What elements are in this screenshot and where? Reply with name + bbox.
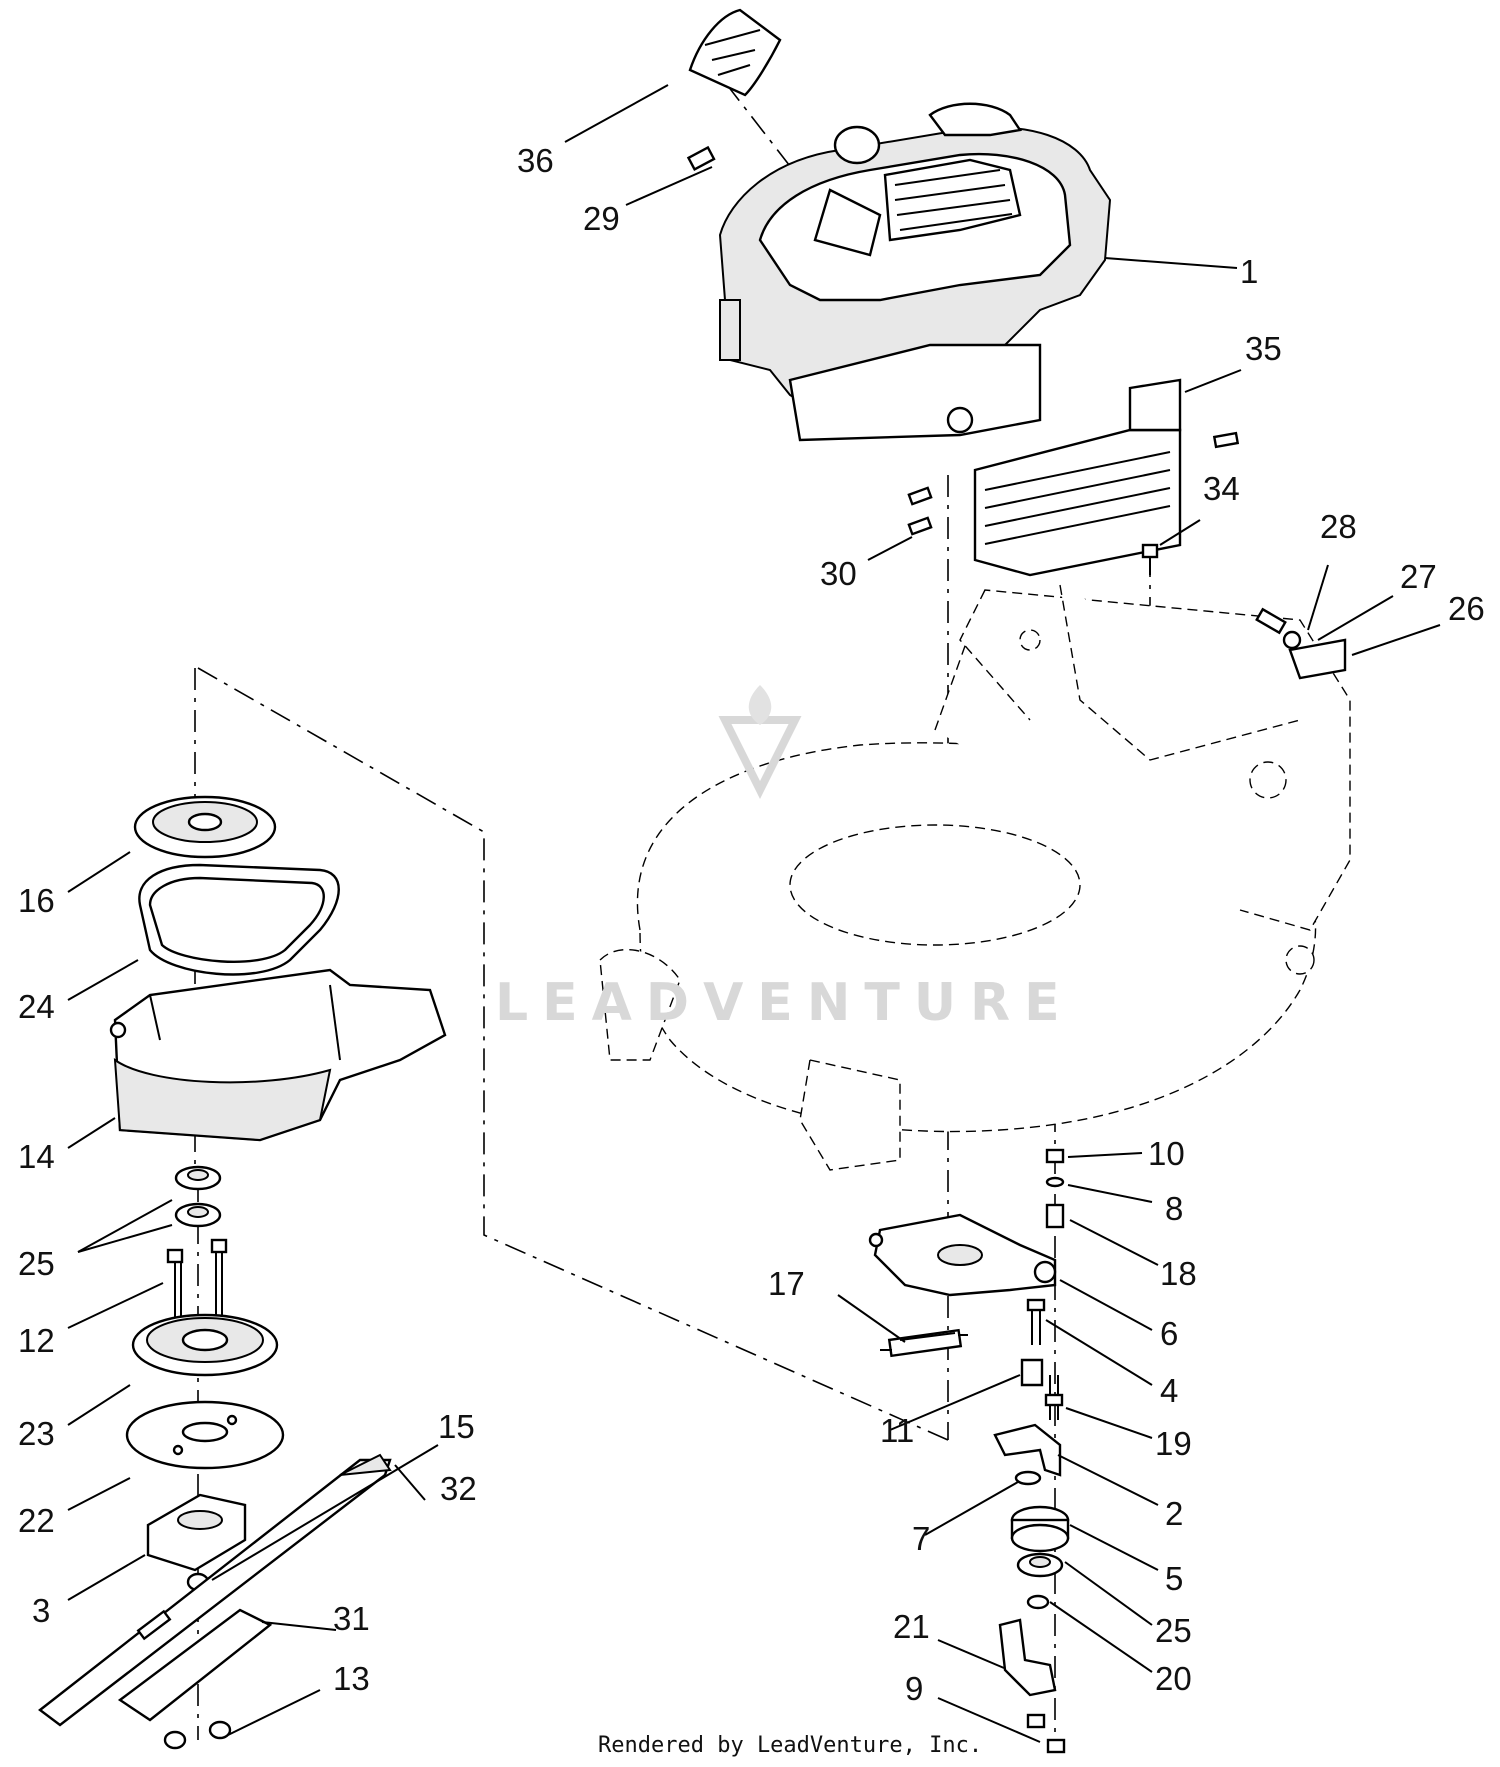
callout-4: 4 (1160, 1372, 1178, 1409)
bolt-34 (1141, 543, 1159, 575)
decal (688, 8, 782, 97)
callout-2: 2 (1165, 1495, 1183, 1532)
callout-25b: 25 (1155, 1612, 1192, 1649)
nut-9 (1026, 1713, 1066, 1754)
callout-16: 16 (18, 882, 55, 919)
callout-23: 23 (18, 1415, 55, 1452)
callout-20: 20 (1155, 1660, 1192, 1697)
callout-3: 3 (32, 1592, 50, 1629)
bracket-assembly-26 (1255, 607, 1347, 680)
blade-adapter-3 (146, 1493, 247, 1572)
engine-grille (894, 169, 1013, 231)
callout-15: 15 (438, 1408, 475, 1445)
heat-shield (973, 378, 1182, 577)
spring-17 (880, 1328, 968, 1358)
callout-13: 13 (333, 1660, 370, 1697)
bearings-25 (174, 1165, 222, 1228)
hardware-10-8-18 (1045, 1148, 1065, 1229)
callout-1: 1 (1240, 253, 1258, 290)
idler-parts-7-5-25 (1010, 1470, 1070, 1578)
callout-19: 19 (1155, 1425, 1192, 1462)
callout-28: 28 (1320, 508, 1357, 545)
callout-35: 35 (1245, 330, 1282, 367)
callout-34: 34 (1203, 470, 1240, 507)
callout-17: 17 (768, 1265, 805, 1302)
pulley-16 (133, 795, 277, 859)
callout-31: 31 (333, 1600, 370, 1637)
bracket-2 (993, 1423, 1062, 1477)
callout-22: 22 (18, 1502, 55, 1539)
callout-36: 36 (517, 142, 554, 179)
bracket-21 (998, 1618, 1057, 1697)
mower-deck-phantom (599, 584, 1351, 1171)
callout-9: 9 (905, 1670, 923, 1707)
callout-18: 18 (1160, 1255, 1197, 1292)
disk-22 (125, 1400, 285, 1470)
pin-4 (1026, 1298, 1046, 1345)
callout-25: 25 (18, 1245, 55, 1282)
plate (686, 145, 716, 171)
callout-10: 10 (1148, 1135, 1185, 1172)
blade-stiffener-31 (117, 1608, 273, 1722)
callout-14: 14 (18, 1138, 55, 1175)
callout-7: 7 (912, 1520, 930, 1557)
callouts: 36 29 1 35 34 30 28 27 26 16 24 14 25 12… (18, 142, 1485, 1707)
engine (718, 102, 1112, 442)
blade-adapter-pulley-23 (131, 1313, 279, 1377)
callout-21: 21 (893, 1608, 930, 1645)
callout-26: 26 (1448, 590, 1485, 627)
callout-29: 29 (583, 200, 620, 237)
watermark-text: LEADVENTURE (495, 973, 1074, 1033)
nuts-13 (163, 1720, 232, 1750)
washer-20 (1026, 1594, 1050, 1610)
footer-credit: Rendered by LeadVenture, Inc. (598, 1733, 982, 1758)
callout-8: 8 (1165, 1190, 1183, 1227)
callout-27: 27 (1400, 558, 1437, 595)
belt-24 (138, 863, 340, 976)
callout-6: 6 (1160, 1315, 1178, 1352)
callout-24: 24 (18, 988, 55, 1025)
bolts-12 (166, 1238, 228, 1340)
leader-lines (67, 84, 1441, 1743)
callout-32: 32 (440, 1470, 477, 1507)
idler-arm-6 (868, 1213, 1057, 1297)
watermark: LEADVENTURE (495, 685, 1074, 1033)
callout-5: 5 (1165, 1560, 1183, 1597)
callout-12: 12 (18, 1322, 55, 1359)
shield-screws (907, 431, 1240, 536)
shoulder-11 (1020, 1358, 1044, 1387)
stud-19 (1044, 1375, 1064, 1420)
callout-11: 11 (880, 1412, 914, 1449)
callout-30: 30 (820, 555, 857, 592)
belt-cover-14 (109, 968, 447, 1142)
